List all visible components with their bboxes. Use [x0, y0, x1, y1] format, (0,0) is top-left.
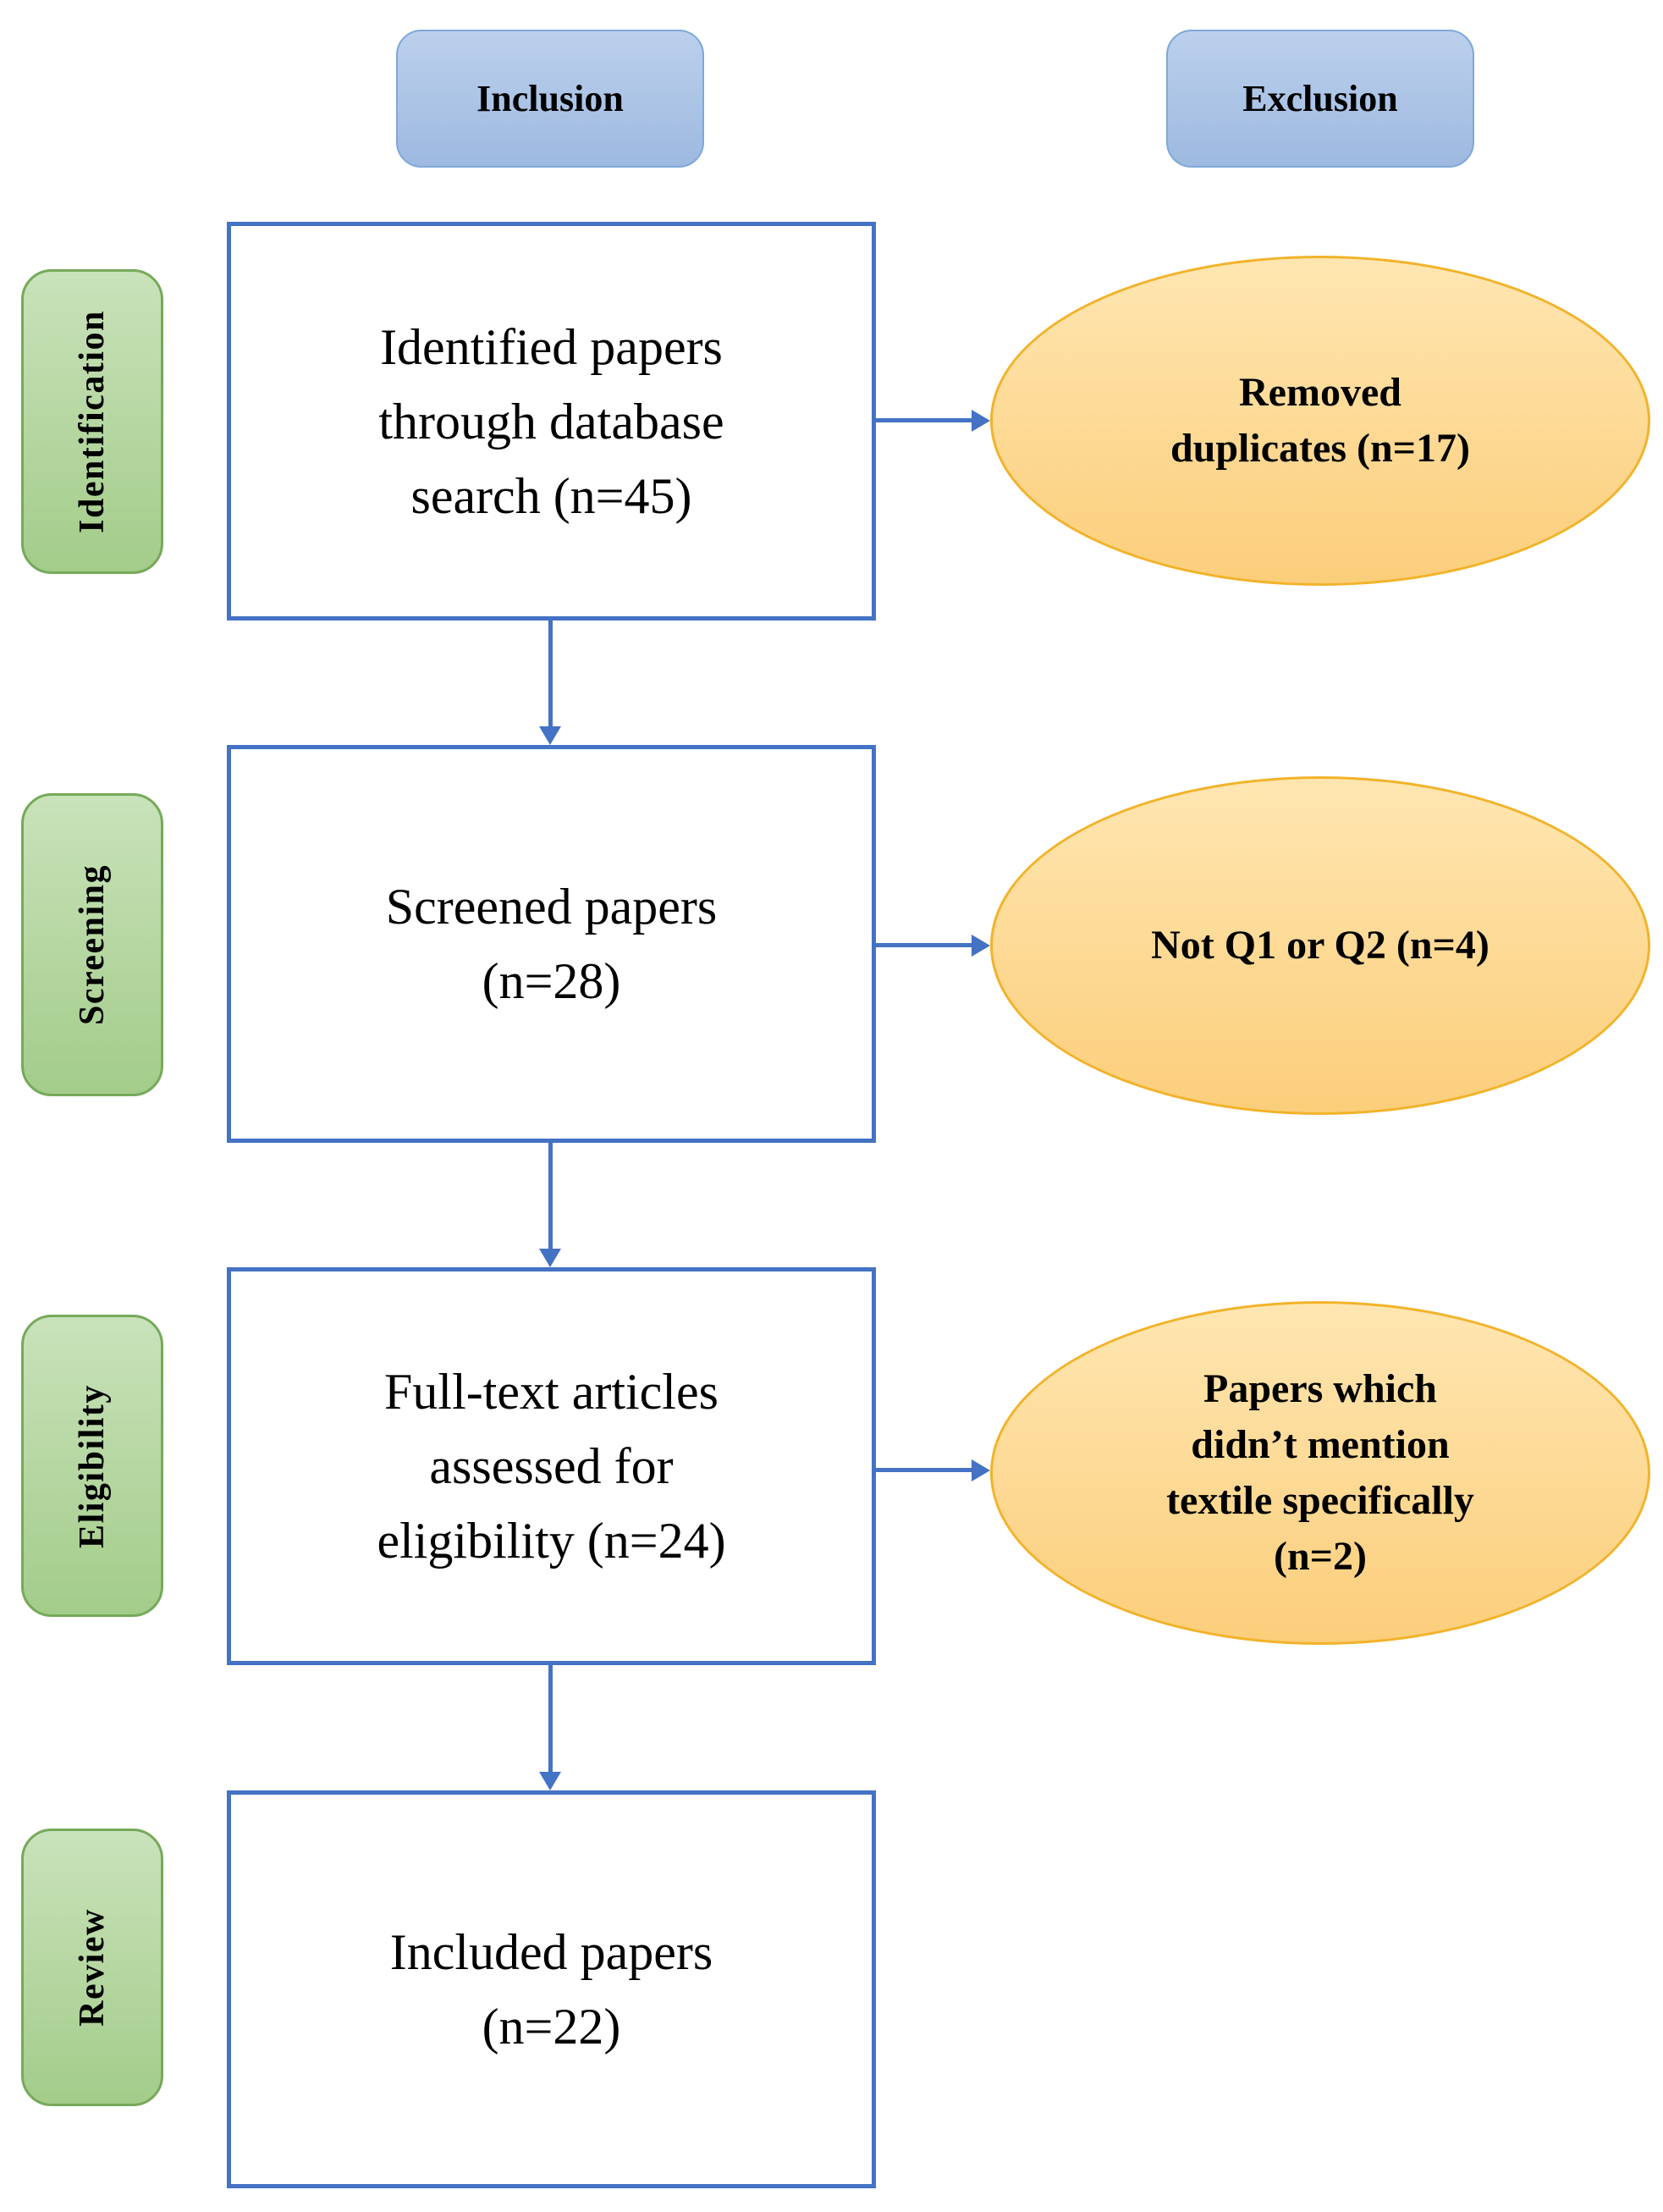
right-arrow-box3-to-ellipse3-shaft	[876, 1468, 973, 1472]
exclusion-ellipse-removed-duplicates-text: Removed duplicates (n=17)	[1170, 370, 1471, 471]
exclusion-ellipse-no-textile-mention: Papers which didn’t mention textile spec…	[990, 1301, 1650, 1645]
down-arrow-box3-to-box4-head	[539, 1772, 561, 1790]
exclusion-ellipse-removed-duplicates: Removed duplicates (n=17)	[990, 256, 1650, 586]
process-box-identified-papers-text: Identified papers through database searc…	[378, 318, 724, 524]
right-arrow-box1-to-ellipse1-head	[972, 410, 990, 432]
right-arrow-box2-to-ellipse2-head	[972, 935, 990, 957]
process-box-included-papers: Included papers (n=22)	[227, 1790, 876, 2188]
down-arrow-box2-to-box3-shaft	[548, 1143, 553, 1250]
right-arrow-box3-to-ellipse3-head	[972, 1459, 990, 1481]
process-box-identified-papers: Identified papers through database searc…	[227, 222, 876, 621]
exclusion-header-label: Exclusion	[1242, 78, 1398, 119]
down-arrow-box1-to-box2-shaft	[548, 621, 553, 728]
stage-label-eligibility-text: Eligibility	[73, 1383, 112, 1548]
right-arrow-box1-to-ellipse1-shaft	[876, 418, 973, 422]
exclusion-ellipse-no-textile-mention-text: Papers which didn’t mention textile spec…	[1166, 1366, 1474, 1579]
stage-label-screening-text: Screening	[73, 863, 112, 1026]
process-box-full-text-articles-text: Full-text articles assessed for eligibil…	[377, 1364, 726, 1569]
stage-label-identification: Identification	[21, 269, 163, 574]
exclusion-ellipse-not-q1-q2: Not Q1 or Q2 (n=4)	[990, 776, 1650, 1115]
stage-label-review: Review	[21, 1829, 163, 2106]
down-arrow-box1-to-box2-head	[539, 726, 561, 745]
process-box-included-papers-text: Included papers (n=22)	[389, 1924, 713, 2055]
exclusion-header: Exclusion	[1166, 30, 1474, 168]
down-arrow-box3-to-box4-shaft	[548, 1665, 553, 1773]
stage-label-review-text: Review	[73, 1908, 112, 2027]
right-arrow-box2-to-ellipse2-shaft	[876, 943, 973, 947]
process-box-full-text-articles: Full-text articles assessed for eligibil…	[227, 1267, 876, 1665]
exclusion-ellipse-not-q1-q2-text: Not Q1 or Q2 (n=4)	[1151, 923, 1490, 968]
process-box-screened-papers-text: Screened papers (n=28)	[385, 879, 718, 1009]
inclusion-header: Inclusion	[396, 30, 704, 168]
down-arrow-box2-to-box3-head	[539, 1249, 561, 1267]
stage-label-screening: Screening	[21, 793, 163, 1096]
inclusion-header-label: Inclusion	[476, 78, 624, 119]
process-box-screened-papers: Screened papers (n=28)	[227, 745, 876, 1143]
stage-label-identification-text: Identification	[73, 310, 113, 533]
stage-label-eligibility: Eligibility	[21, 1315, 163, 1617]
